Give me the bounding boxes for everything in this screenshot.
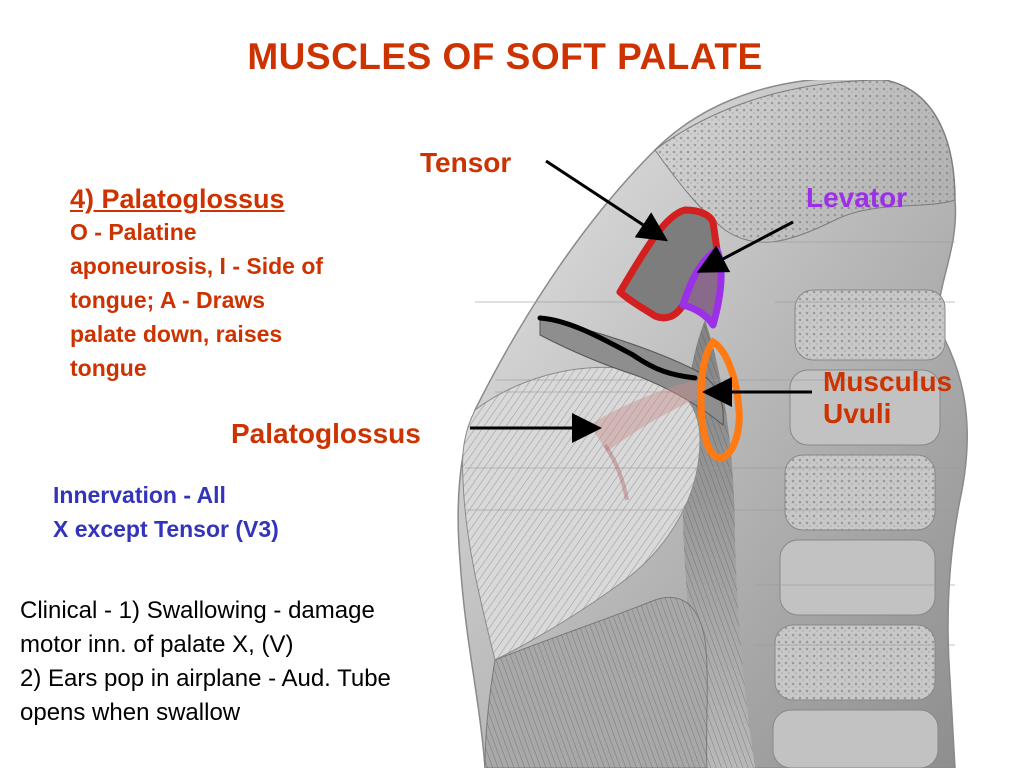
levator-label: Levator <box>806 182 908 213</box>
description-line: palate down, raises <box>70 321 283 347</box>
innervation-line: Innervation - All <box>53 482 226 508</box>
description-line: aponeurosis, I - Side of <box>70 253 324 279</box>
innervation-note: Innervation - All X except Tensor (V3) <box>53 478 373 546</box>
palatoglossus-contour <box>537 315 698 381</box>
musculus-uvuli-label-line2: Uvuli <box>823 398 892 429</box>
musculus-uvuli-label: Musculus Uvuli <box>823 366 952 430</box>
description-line: O - Palatine <box>70 219 197 245</box>
innervation-line: X except Tensor (V3) <box>53 516 279 542</box>
page-title: MUSCLES OF SOFT PALATE <box>247 36 763 77</box>
clinical-line: motor inn. of palate X, (V) <box>20 631 294 658</box>
sagittal-section-drawing <box>457 80 968 768</box>
palatoglossus-description: 4) Palatoglossus O - Palatine aponeurosi… <box>70 183 410 385</box>
clinical-line: Clinical - 1) Swallowing - damage <box>20 597 375 624</box>
palatoglossus-label: Palatoglossus <box>231 418 421 449</box>
vertebrae <box>772 289 946 768</box>
clinical-note: Clinical - 1) Swallowing - damage motor … <box>20 594 460 730</box>
description-heading: 4) Palatoglossus <box>70 184 285 214</box>
clinical-line: opens when swallow <box>20 699 241 726</box>
tensor-label: Tensor <box>420 147 512 178</box>
musculus-uvuli-label-line1: Musculus <box>823 366 953 397</box>
anatomical-illustration <box>455 80 1024 768</box>
clinical-line: 2) Ears pop in airplane - Aud. Tube <box>20 665 391 692</box>
description-line: tongue; A - Draws <box>70 287 266 313</box>
description-line: tongue <box>70 355 147 381</box>
uvuli-muscle-outline <box>697 337 743 462</box>
